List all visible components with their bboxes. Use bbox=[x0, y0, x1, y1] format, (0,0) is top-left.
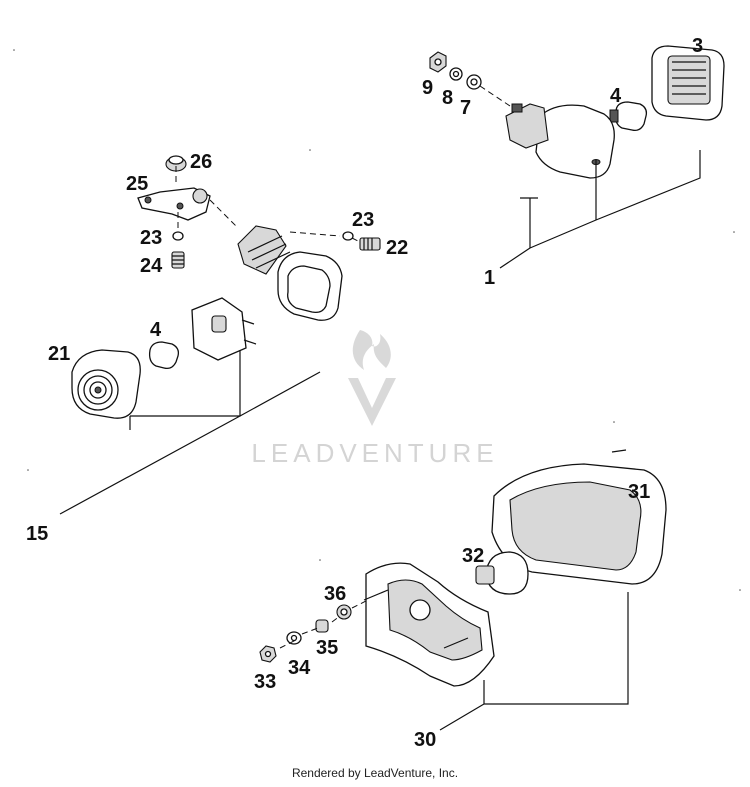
bulb-4b bbox=[148, 341, 180, 370]
bulb-4a bbox=[609, 101, 648, 132]
washer-34 bbox=[286, 631, 302, 645]
tail-light-assembly-30 bbox=[259, 449, 667, 731]
callout-32: 32 bbox=[462, 545, 484, 567]
washer-23a bbox=[172, 231, 184, 241]
callout-3: 3 bbox=[692, 35, 703, 57]
callout-30: 30 bbox=[414, 729, 436, 751]
housing-arm bbox=[237, 225, 343, 321]
leadventure-flame-logo bbox=[348, 330, 396, 426]
callout-8: 8 bbox=[442, 87, 453, 109]
callout-23a: 23 bbox=[140, 227, 162, 249]
spacer-36 bbox=[336, 604, 352, 620]
watermark: LEADVENTURE bbox=[251, 330, 498, 468]
callout-34: 34 bbox=[288, 657, 311, 679]
callout-33: 33 bbox=[254, 671, 276, 693]
footer-credit: Rendered by LeadVenture, Inc. bbox=[291, 766, 459, 780]
bolt-22 bbox=[359, 237, 381, 251]
nut-9 bbox=[429, 51, 447, 73]
callout-7: 7 bbox=[460, 97, 471, 119]
callout-9: 9 bbox=[422, 77, 433, 99]
callout-23b: 23 bbox=[352, 209, 374, 231]
washer-23b bbox=[342, 231, 354, 241]
callout-4b: 4 bbox=[150, 319, 162, 341]
callout-26: 26 bbox=[190, 151, 212, 173]
bulb-32 bbox=[475, 551, 529, 595]
indicator-assembly-1 bbox=[429, 45, 725, 269]
lens-21 bbox=[71, 349, 141, 419]
nut-33 bbox=[259, 645, 277, 663]
grommet-26 bbox=[165, 155, 187, 172]
bracket-25 bbox=[137, 187, 211, 221]
callout-24: 24 bbox=[140, 255, 163, 277]
callout-22: 22 bbox=[386, 237, 408, 259]
washer-8 bbox=[449, 67, 463, 81]
housing-1 bbox=[505, 103, 615, 179]
lens-3 bbox=[651, 45, 725, 121]
housing-30 bbox=[363, 562, 495, 687]
callout-15: 15 bbox=[26, 523, 48, 545]
bushing-35 bbox=[315, 619, 329, 633]
scan-specks bbox=[13, 49, 741, 591]
watermark-text: LEADVENTURE bbox=[251, 438, 498, 468]
indicator-assembly-15 bbox=[59, 155, 381, 515]
bolt-24 bbox=[171, 251, 185, 269]
socket-housing-15 bbox=[191, 297, 257, 361]
callout-4a: 4 bbox=[610, 85, 622, 107]
washer-7 bbox=[466, 74, 482, 90]
callout-labels: 1 3 4 7 8 9 15 21 4 22 23 23 24 25 26 30… bbox=[26, 35, 703, 751]
callout-36: 36 bbox=[324, 583, 346, 605]
callout-1: 1 bbox=[484, 267, 495, 289]
callout-31: 31 bbox=[628, 481, 650, 503]
callout-25: 25 bbox=[126, 173, 148, 195]
callout-21: 21 bbox=[48, 343, 70, 365]
lens-31 bbox=[491, 449, 667, 585]
callout-35: 35 bbox=[316, 637, 338, 659]
